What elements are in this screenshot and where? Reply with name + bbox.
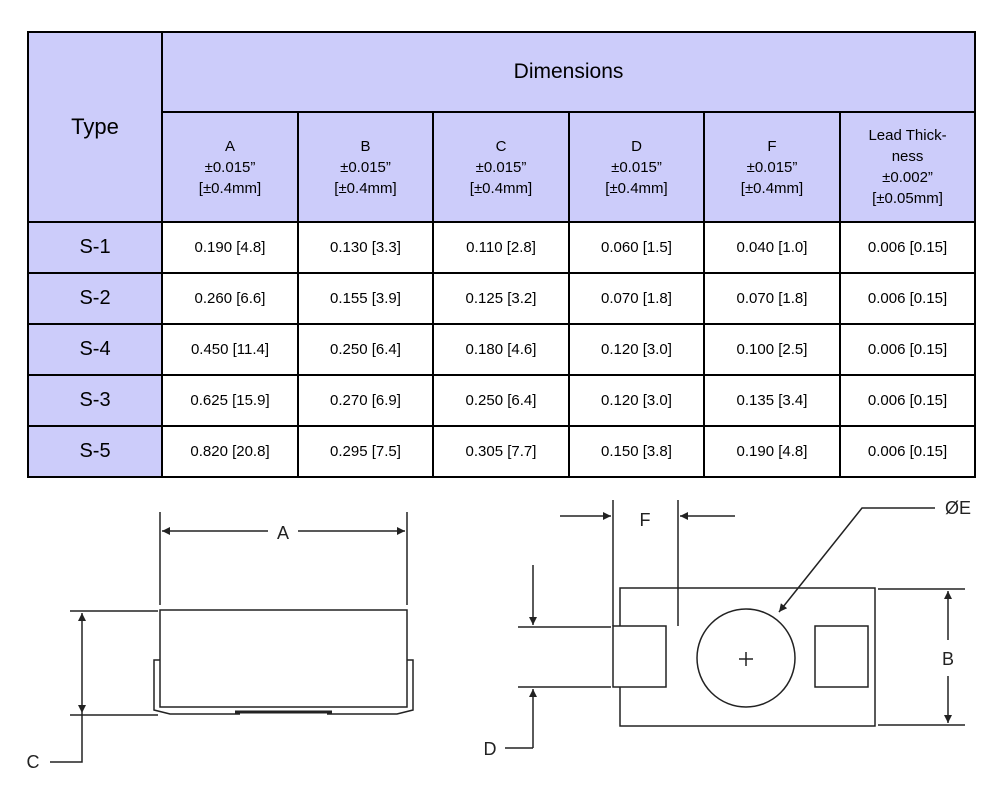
type-cell: S-5 [27,425,163,478]
table-row: S-3 0.625 [15.9] 0.270 [6.9] 0.250 [6.4]… [27,374,977,427]
pad-left [612,625,667,688]
type-header: Type [27,31,163,223]
type-cell: S-1 [27,221,163,274]
table-cell: 0.260 [6.6] [161,272,299,325]
table-cell: 0.295 [7.5] [297,425,434,478]
lead-left [153,659,240,715]
column-header-line: [±0.4mm] [334,179,397,197]
table-cell: 0.040 [1.0] [703,221,841,274]
type-cell: S-4 [27,323,163,376]
column-header-line: [±0.4mm] [469,179,533,197]
column-header-f: F ±0.015” [±0.4mm] [703,111,841,223]
side-view [50,512,414,763]
table-cell: 0.060 [1.5] [568,221,705,274]
column-header-line: [±0.05mm] [872,190,943,207]
column-header-line: ±0.015” [204,158,256,176]
dimensions-header: Dimensions [160,31,977,113]
table-cell: 0.250 [6.4] [432,374,570,427]
table-cell: 0.006 [0.15] [838,323,977,376]
column-header-line: D [631,137,642,155]
column-header-line: [±0.4mm] [740,179,804,197]
table-cell: 0.305 [7.7] [432,425,570,478]
column-header-line: [±0.4mm] [198,179,262,197]
table-cell: 0.250 [6.4] [297,323,434,376]
column-header-a: A ±0.015” [±0.4mm] [161,111,299,223]
table-cell: 0.006 [0.15] [838,221,977,274]
label-f: F [640,510,651,530]
label-d: D [484,739,497,759]
table-cell: 0.150 [3.8] [568,425,705,478]
column-header-line: A [224,137,235,155]
column-header-line: ±0.002” [882,169,933,186]
column-header-line: Lead Thick- [868,127,947,144]
table-cell: 0.120 [3.0] [568,374,705,427]
table-cell: 0.180 [4.6] [432,323,570,376]
center-hole [696,608,796,708]
dimensions-table: Type Dimensions A ±0.015” [±0.4mm] B ±0.… [27,31,977,478]
column-header-line: ±0.015” [340,158,391,176]
table-row: S-2 0.260 [6.6] 0.155 [3.9] 0.125 [3.2] … [27,272,977,325]
column-header-b: B ±0.015” [±0.4mm] [297,111,434,223]
table-row: S-1 0.190 [4.8] 0.130 [3.3] 0.110 [2.8] … [27,221,977,274]
table-cell: 0.155 [3.9] [297,272,434,325]
label-c: C [27,752,40,772]
table-cell: 0.110 [2.8] [432,221,570,274]
column-header-lead-thickness: Lead Thick- ness ±0.002” [±0.05mm] [838,111,977,223]
column-header-line: ±0.015” [611,158,662,176]
table-cell: 0.450 [11.4] [161,323,299,376]
table-cell: 0.270 [6.9] [297,374,434,427]
table-cell: 0.125 [3.2] [432,272,570,325]
table-cell: 0.006 [0.15] [838,374,977,427]
column-header-c: C ±0.015” [±0.4mm] [432,111,570,223]
component-body [159,609,408,708]
column-header-line: F [767,137,777,155]
table-cell: 0.625 [15.9] [161,374,299,427]
table-cell: 0.130 [3.3] [297,221,434,274]
table-cell: 0.190 [4.8] [161,221,299,274]
table-row: S-5 0.820 [20.8] 0.295 [7.5] 0.305 [7.7]… [27,425,977,478]
column-header-line: ness [891,148,924,165]
label-e: ØE [945,498,971,518]
column-header-d: D ±0.015” [±0.4mm] [568,111,705,223]
table-cell: 0.190 [4.8] [703,425,841,478]
leader-e [778,507,935,613]
column-header-line: ±0.015” [475,158,527,176]
leader-c [50,713,83,763]
table-row: S-4 0.450 [11.4] 0.250 [6.4] 0.180 [4.6]… [27,323,977,376]
column-header-line: [±0.4mm] [605,179,668,197]
column-header-line: C [495,137,507,155]
table-cell: 0.100 [2.5] [703,323,841,376]
column-header-line: B [360,137,371,155]
table-cell: 0.006 [0.15] [838,272,977,325]
table-cell: 0.135 [3.4] [703,374,841,427]
table-cell: 0.070 [1.8] [568,272,705,325]
type-cell: S-2 [27,272,163,325]
label-a: A [277,523,289,543]
label-b: B [942,649,954,669]
table-cell: 0.070 [1.8] [703,272,841,325]
table-cell: 0.006 [0.15] [838,425,977,478]
pad-right [814,625,869,688]
table-cell: 0.120 [3.0] [568,323,705,376]
type-cell: S-3 [27,374,163,427]
lead-right [327,659,414,715]
table-cell: 0.820 [20.8] [161,425,299,478]
column-header-line: ±0.015” [746,158,798,176]
top-view [505,500,965,749]
